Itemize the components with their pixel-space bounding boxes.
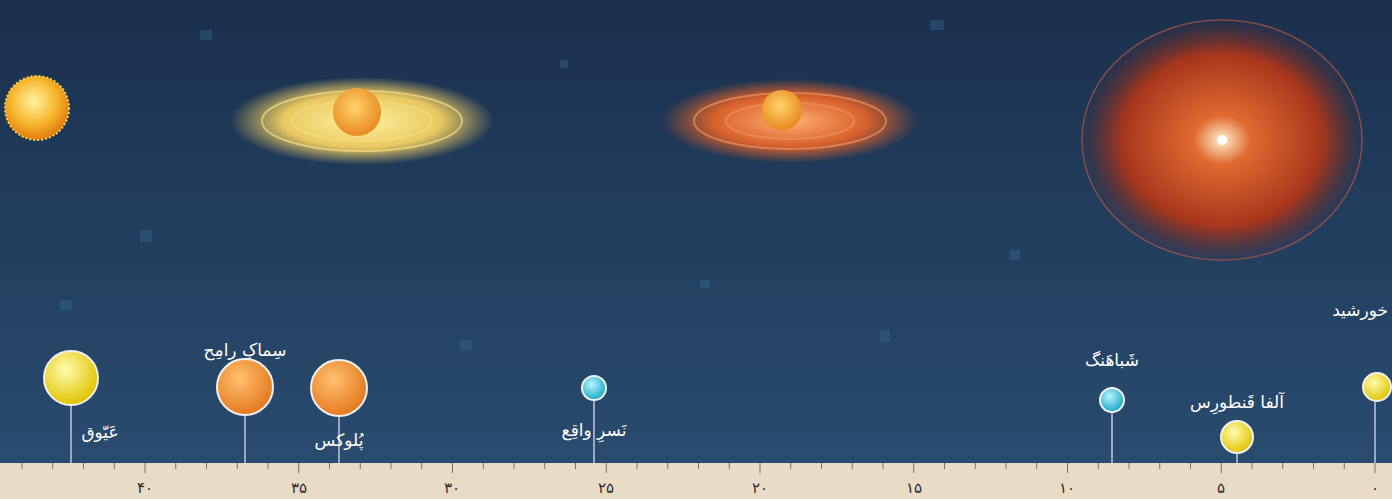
star-name: عَیّوق [81, 422, 118, 442]
ruler-tick [1221, 463, 1222, 473]
ruler-tick [83, 463, 84, 469]
ruler-tick [175, 463, 176, 469]
ruler-tick [1067, 463, 1068, 473]
ruler-tick [698, 463, 699, 469]
ruler-tick [391, 463, 392, 469]
star-name: سِماکِ رامِح [204, 340, 287, 360]
ruler-tick [667, 463, 668, 469]
ruler-tick [1098, 463, 1099, 469]
ruler-tick [483, 463, 484, 469]
distance-number: ۳۰ [444, 479, 460, 497]
star-name: خورشید [1332, 300, 1388, 320]
ruler-tick [575, 463, 576, 469]
distance-number: ۰ [1371, 479, 1379, 497]
ruler-tick [913, 463, 914, 473]
star-name: شَباهَنگ [1085, 350, 1139, 370]
ruler-tick [114, 463, 115, 469]
distance-number: ۵ [1217, 479, 1225, 497]
ruler-tick [544, 463, 545, 469]
ruler-tick [1252, 463, 1253, 469]
ruler-tick [145, 463, 146, 473]
ruler-tick [1282, 463, 1283, 469]
ruler-tick [514, 463, 515, 469]
distance-number: ۴۰ [137, 479, 153, 497]
ruler-tick [637, 463, 638, 469]
ruler-tick [452, 463, 453, 473]
ruler-tick [760, 463, 761, 473]
ruler-tick [298, 463, 299, 473]
star-name: پُلوکس [315, 430, 364, 450]
ruler-tick [1375, 463, 1376, 473]
star-name: آلفا قَنطورِس [1190, 392, 1284, 412]
distance-number: ۱۰ [1059, 479, 1075, 497]
ruler-tick [52, 463, 53, 469]
ruler-tick [268, 463, 269, 469]
ruler-tick [329, 463, 330, 469]
ruler-tick [421, 463, 422, 469]
ruler-tick [975, 463, 976, 469]
ruler-tick [206, 463, 207, 469]
ruler-tick [1036, 463, 1037, 469]
distance-number: ۱۵ [906, 479, 922, 497]
ruler-tick [729, 463, 730, 469]
distance-number: ۳۵ [291, 479, 307, 497]
ruler-tick [1190, 463, 1191, 469]
ruler-tick [1129, 463, 1130, 469]
distance-number: ۲۵ [598, 479, 614, 497]
ruler-tick [821, 463, 822, 469]
ruler-tick [1159, 463, 1160, 469]
star-name: نَسرِ واقِع [562, 420, 627, 440]
ruler-tick [790, 463, 791, 469]
ruler-tick [1006, 463, 1007, 469]
ruler-tick [22, 463, 23, 469]
ruler-tick [944, 463, 945, 469]
distance-number: ۲۰ [752, 479, 768, 497]
ruler-tick [606, 463, 607, 473]
ruler-tick [237, 463, 238, 469]
ruler-tick [1344, 463, 1345, 469]
ruler-tick [1313, 463, 1314, 469]
ruler-tick [852, 463, 853, 469]
ruler-tick [883, 463, 884, 469]
ruler-tick [360, 463, 361, 469]
